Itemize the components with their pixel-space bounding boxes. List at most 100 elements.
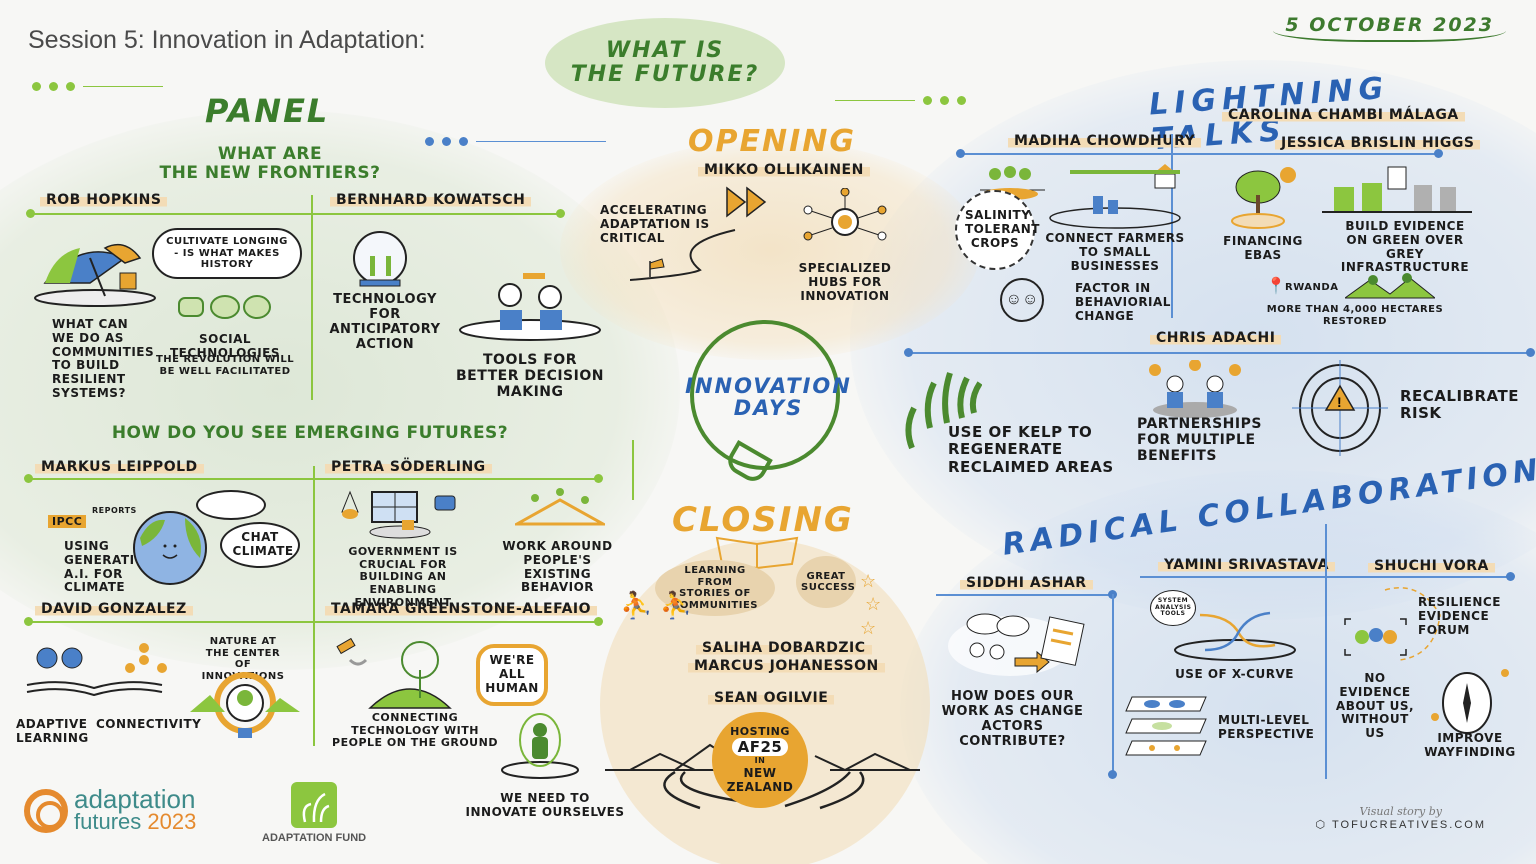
dot-icon <box>425 137 434 146</box>
note-rwanda: Rwanda <box>1285 282 1339 293</box>
speaker-divider <box>908 352 1530 354</box>
tofu-cube-icon: ⬡ <box>1315 819 1332 831</box>
bubble-learning-stories: Learning from stories of communities <box>655 560 775 616</box>
decorative-dots-green-right <box>835 96 966 105</box>
rule-node <box>956 149 965 158</box>
two-people-signpost-icon <box>459 273 601 341</box>
dot-icon <box>923 96 932 105</box>
behavior-change-cycle-icon: ☺☺ <box>1000 278 1044 322</box>
note-connecting-technology: Connecting technology with people on the… <box>332 711 498 750</box>
note-revolution: The revolution will be well facilitated <box>155 354 295 377</box>
divider-line <box>476 140 606 143</box>
chat-climate-label: Chat Climate <box>232 530 294 558</box>
session-title: Session 5: Innovation in Adaptation: <box>28 26 426 54</box>
crowd-celebrating-icon: ⛹ ⛹ <box>620 590 692 620</box>
kelp-icon <box>905 372 982 450</box>
question-line: What are <box>217 144 323 164</box>
chat-climate-bubble: Chat Climate <box>220 522 300 568</box>
adaptation-futures-wordmark: adaptation futures 2023 <box>74 784 197 835</box>
note-financing-ebas: Financing EBAs <box>1223 234 1303 262</box>
mountains-rivers-icon <box>605 743 920 810</box>
column-divider <box>311 195 313 400</box>
speaker-madiha-chowdhury: Madiha Chowdhury <box>1008 133 1202 149</box>
system-analysis-tools-bubble: System analysis tools <box>1150 590 1196 626</box>
note-accelerating-adaptation: Accelerating adaptation is critical <box>600 203 710 245</box>
note-improve-wayfinding: Improve wayfinding <box>1424 731 1516 759</box>
ipcc-label: IPCC <box>48 515 87 528</box>
note-partnerships: Partnerships for multiple benefits <box>1137 416 1262 465</box>
speaker-yamini-srivastava: Yamini Srivastava <box>1158 557 1336 573</box>
rule-node <box>1526 348 1535 357</box>
speaker-siddhi-ashar: Siddhi Ashar <box>960 575 1093 591</box>
system-analysis-tools-label: System analysis tools <box>1155 596 1192 618</box>
speaker-david-gonzalez: David Gonzalez <box>35 601 193 617</box>
dot-icon <box>459 137 468 146</box>
logo-futures-text: futures <box>74 809 142 835</box>
risk-target-icon: ! <box>1292 360 1388 456</box>
innovation-days-logo: Innovation Days <box>676 375 861 419</box>
note-recalibrate-risk: Recalibrate risk <box>1400 387 1519 423</box>
note-kelp: Use of kelp to regenerate reclaimed area… <box>948 423 1114 476</box>
opening-title: Opening <box>688 124 856 159</box>
rule-node <box>24 474 33 483</box>
speaker-chris-adachi: Chris Adachi <box>1150 330 1282 346</box>
column-divider <box>1112 594 1114 774</box>
credit-block: Visual story by ⬡ TOFUCREATIVES.COM <box>1316 805 1486 831</box>
speaker-petra-soderling: Petra Söderling <box>325 459 492 475</box>
note-behaviorial-change: Factor in behaviorial change <box>1075 281 1171 323</box>
adaptation-fund-emblem-icon <box>291 782 338 828</box>
hosting-af25-badge: Hosting AF25 in New Zealand <box>712 712 808 808</box>
note-government-crucial: Government is crucial for building an en… <box>348 545 458 608</box>
person-aura-icon <box>501 713 579 779</box>
rule-node <box>594 617 603 626</box>
speaker-rob-hopkins: Rob Hopkins <box>40 192 168 208</box>
restored-hills-icon <box>1345 273 1435 299</box>
lightbulb-icon <box>690 320 840 470</box>
speaker-markus-leippold: Markus Leippold <box>35 459 204 475</box>
speaker-bernhard-kowatsch: Bernhard Kowatsch <box>330 192 532 208</box>
dot-icon <box>66 82 75 91</box>
speaker-jessica-brislin-higgs: Jessica Brislin Higgs <box>1275 135 1481 151</box>
smiling-earth-icon <box>133 511 207 585</box>
panel-question-emerging-futures: How do you see emerging futures? <box>111 423 509 443</box>
svg-text:!: ! <box>1337 394 1342 410</box>
note-resilience-evidence-forum: Resilience evidence forum <box>1418 595 1501 637</box>
multi-level-layers-icon <box>1125 696 1207 756</box>
note-connectivity: Connectivity <box>96 717 202 731</box>
gears-book-network-icon <box>26 643 167 697</box>
adaptation-futures-emblem-icon <box>24 788 68 833</box>
column-divider <box>313 466 315 746</box>
note-social-technologies: Social technologies <box>169 332 281 360</box>
salinity-tolerant-crops-label: Salinity tolerant crops <box>965 208 1040 250</box>
nature-lightbulb-icon <box>190 672 300 738</box>
fast-forward-icon <box>726 186 767 218</box>
credit-brand: ⬡ TOFUCREATIVES.COM <box>1316 818 1486 831</box>
note-change-actors: How does our work as change actors contr… <box>941 689 1084 749</box>
date-badge: 5 October 2023 <box>1273 14 1506 42</box>
forum-people-icon <box>1344 587 1441 661</box>
column-divider <box>632 440 634 500</box>
location-pin-icon: 📍 <box>1266 276 1287 295</box>
divider-line <box>835 99 915 102</box>
fountain-icon <box>302 792 330 823</box>
rule-node <box>26 209 35 218</box>
panel-question-frontiers: What are the new frontiers? <box>140 145 400 182</box>
panel-title: Panel <box>205 92 330 130</box>
column-divider <box>1325 524 1327 779</box>
stars-icon: ☆ ☆☆ <box>860 571 882 638</box>
bubble-great-success: Great success <box>796 556 856 608</box>
hosting-label: Hosting <box>730 725 790 739</box>
note-hectares-restored: More than 4,000 hectares restored <box>1266 304 1444 327</box>
note-existing-behavior: Work around people's existing behavior <box>502 539 613 595</box>
speaker-sean-ogilvie: Sean Ogilvie <box>708 690 835 706</box>
dot-icon <box>49 82 58 91</box>
umbrella-storm-icon <box>34 243 156 307</box>
af25-label: AF25 <box>731 738 789 757</box>
logo-year: 2023 <box>147 809 197 835</box>
note-generative-ai: Using generative A.I. for climate <box>64 539 154 595</box>
decorative-dots-green <box>32 82 163 91</box>
note-innovate-ourselves: We need to innovate ourselves <box>465 791 625 819</box>
credit-brand-text: TOFUCREATIVES.COM <box>1332 819 1486 831</box>
logo-word-adaptation: adaptation <box>74 784 196 814</box>
window-plants-watering-icon <box>341 490 456 539</box>
